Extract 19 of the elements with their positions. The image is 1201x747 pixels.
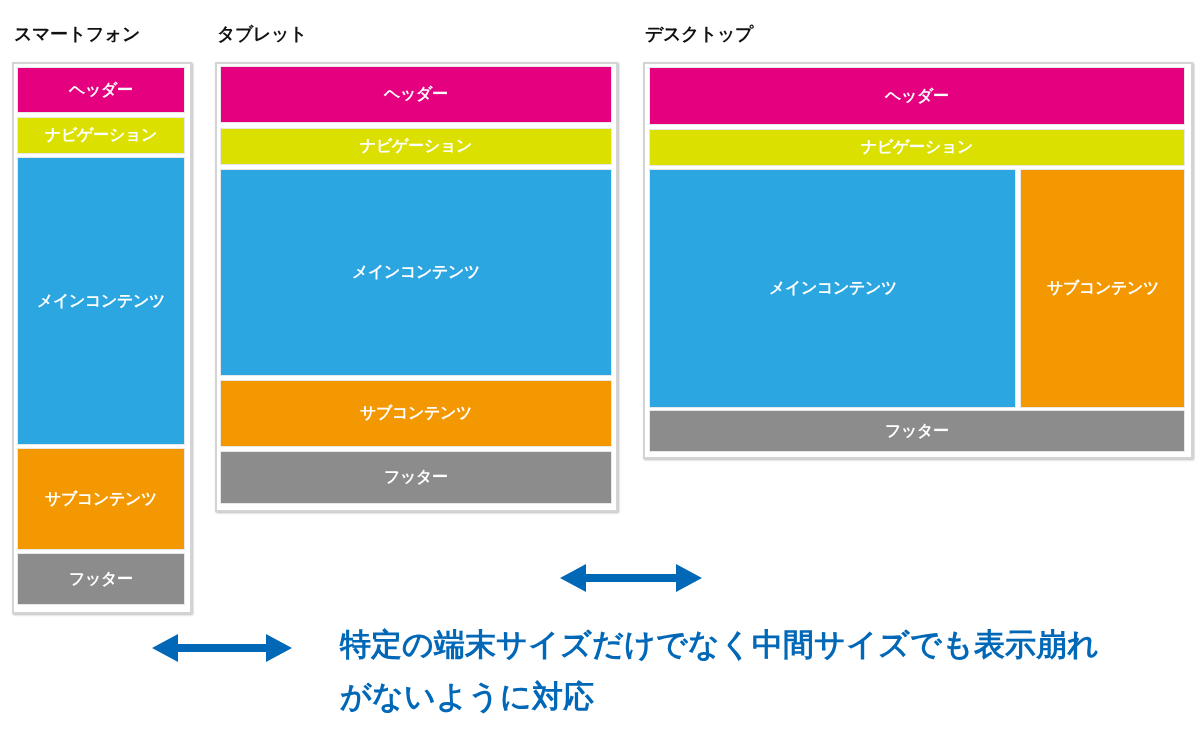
sub-content-area: サブコンテンツ [1020,169,1185,408]
main-content-area: メインコンテンツ [220,169,612,376]
header-bar: ヘッダー [649,67,1185,125]
navigation-bar: ナビゲーション [649,129,1185,166]
sub-content-area: サブコンテンツ [17,448,185,550]
footer-bar: フッター [220,451,612,504]
frame-heading: デスクトップ [645,22,753,46]
sub-content-area: サブコンテンツ [220,380,612,447]
main-content-area: メインコンテンツ [649,169,1016,408]
caption-text: 特定の端末サイズだけでなく中間サイズでも表示崩れがないように対応 [340,625,1100,716]
navigation-bar: ナビゲーション [220,128,612,165]
header-bar: ヘッダー [220,66,612,123]
footer-bar: フッター [649,410,1185,452]
footer-bar: フッター [17,553,185,605]
frame-heading: スマートフォン [14,22,140,46]
main-content-area: メインコンテンツ [17,157,185,445]
frame-heading: タブレット [217,22,307,46]
navigation-bar: ナビゲーション [17,117,185,154]
header-bar: ヘッダー [17,67,185,113]
